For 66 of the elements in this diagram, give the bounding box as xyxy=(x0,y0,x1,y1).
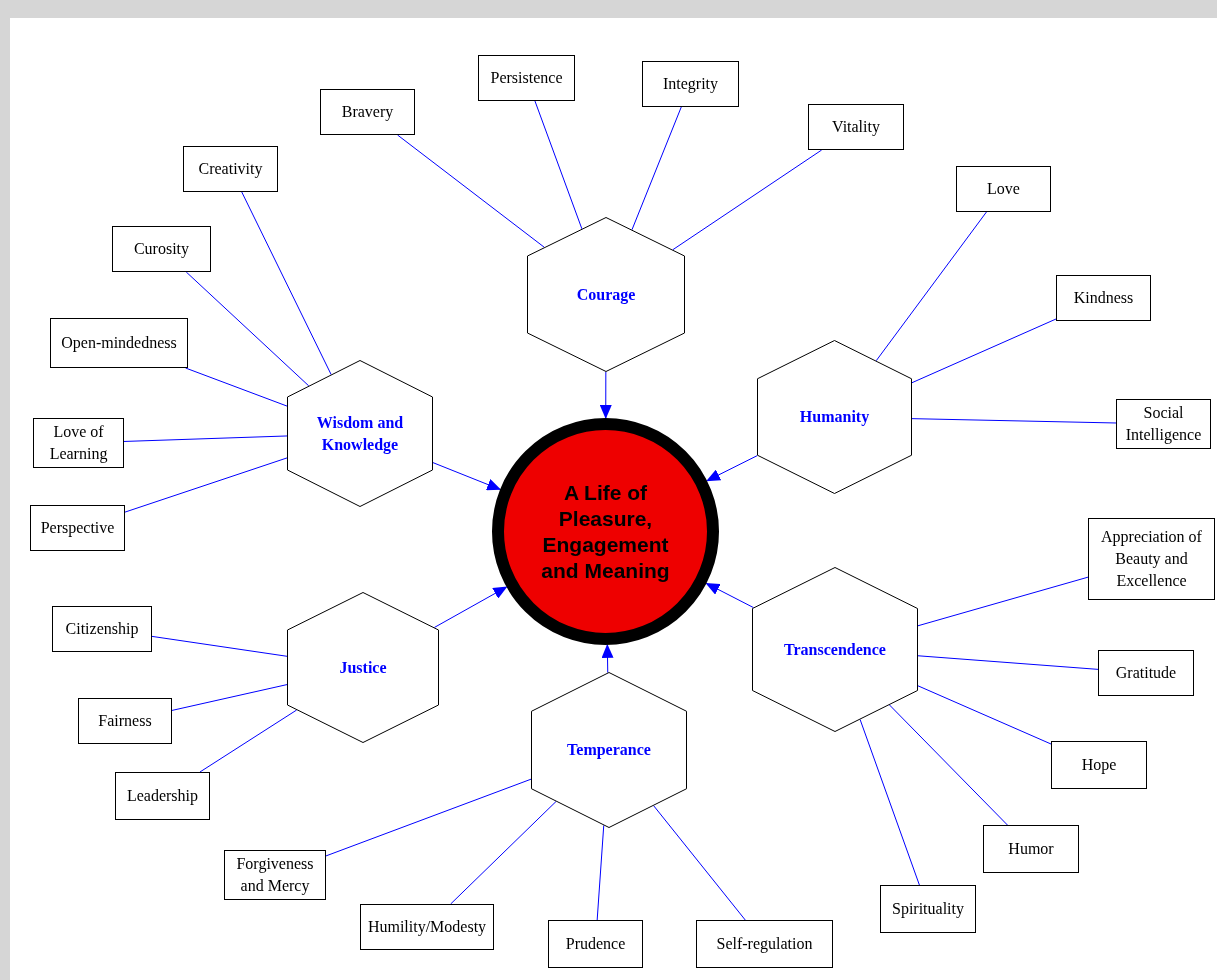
arrow xyxy=(705,582,754,609)
strength-box: Appreciation of Beauty and Excellence xyxy=(1088,518,1215,600)
arrow xyxy=(599,371,612,419)
strength-box: Fairness xyxy=(78,698,172,744)
category-label: Transcendence xyxy=(783,639,887,660)
connector-line xyxy=(450,801,557,905)
strength-box: Kindness xyxy=(1056,275,1151,321)
connector-line xyxy=(875,211,987,362)
strength-box: Persistence xyxy=(478,55,575,101)
strength-box: Love xyxy=(956,166,1051,212)
center-label: A Life of Pleasure, Engagement and Meaning xyxy=(540,479,671,584)
hexagon-node xyxy=(752,567,918,732)
connector-line xyxy=(124,457,288,513)
hexagon-node xyxy=(757,340,912,494)
connector-line xyxy=(199,709,298,773)
arrow xyxy=(433,586,508,628)
category-label: Wisdom and Knowledge xyxy=(315,412,405,456)
connector-line xyxy=(185,271,310,387)
connector-line xyxy=(631,106,682,231)
category-label: Temperance xyxy=(566,740,652,761)
strength-box: Social Intelligence xyxy=(1116,399,1211,449)
connector-line xyxy=(911,318,1057,384)
connector-line xyxy=(596,824,605,921)
strength-box: Gratitude xyxy=(1098,650,1194,696)
connector-line xyxy=(672,149,823,251)
hexagon-node xyxy=(527,217,685,372)
strength-box: Curosity xyxy=(112,226,211,272)
category-label: Justice xyxy=(338,657,388,678)
arrow xyxy=(706,455,758,482)
hexagon-node xyxy=(287,360,433,507)
connector-line xyxy=(534,100,583,230)
connector-line xyxy=(241,191,332,376)
strength-box: Creativity xyxy=(183,146,278,192)
connector-line xyxy=(185,367,288,407)
strength-box: Forgiveness and Mercy xyxy=(224,850,326,900)
strength-box: Bravery xyxy=(320,89,415,135)
strength-box: Self-regulation xyxy=(696,920,833,968)
hexagon-node xyxy=(531,672,687,828)
strength-box: Hope xyxy=(1051,741,1147,789)
connector-line xyxy=(325,778,532,857)
arrow xyxy=(601,643,614,674)
connector-line xyxy=(888,704,1008,826)
strength-box: Humor xyxy=(983,825,1079,873)
strength-box: Leadership xyxy=(115,772,210,820)
strength-box: Prudence xyxy=(548,920,643,968)
strength-box: Open-mindedness xyxy=(50,318,188,368)
connector-line xyxy=(151,635,288,657)
connector-line xyxy=(397,134,545,248)
connector-line xyxy=(917,655,1099,670)
strength-box: Vitality xyxy=(808,104,904,150)
connector-line xyxy=(917,685,1052,745)
strength-box: Integrity xyxy=(642,61,739,107)
hexagon-node xyxy=(287,592,439,743)
strength-box: Love of Learning xyxy=(33,418,124,468)
strength-box: Perspective xyxy=(30,505,125,551)
connector-line xyxy=(123,435,288,442)
connector-line xyxy=(653,805,746,921)
connector-line xyxy=(171,684,288,711)
category-label: Courage xyxy=(575,284,637,306)
connector-line xyxy=(859,719,920,886)
connector-line xyxy=(911,418,1117,424)
strength-box: Spirituality xyxy=(880,885,976,933)
strength-box: Humility/Modesty xyxy=(360,904,494,950)
category-label: Humanity xyxy=(798,407,871,428)
connector-line xyxy=(917,576,1089,627)
strength-box: Citizenship xyxy=(52,606,152,652)
